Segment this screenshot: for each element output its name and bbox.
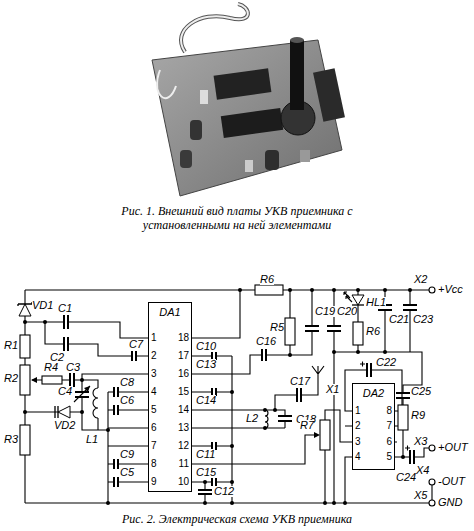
pin-number: 8 bbox=[380, 406, 392, 416]
pin-number: 12 bbox=[175, 441, 189, 451]
component-label: C25 bbox=[411, 386, 431, 397]
pin-number: 15 bbox=[175, 387, 189, 397]
pin-number: 4 bbox=[355, 452, 361, 462]
component-label: C19 bbox=[315, 306, 335, 317]
figure-caption: Рис. 1. Внешний вид платы УКВ приемника … bbox=[92, 204, 382, 232]
component-label: C23 bbox=[413, 314, 433, 325]
ic-designator: DA2 bbox=[353, 384, 394, 399]
component-label: C9 bbox=[120, 449, 134, 460]
component-label: L1 bbox=[86, 434, 98, 445]
component-label: C15 bbox=[196, 467, 216, 478]
component-label: HL1 bbox=[366, 297, 386, 308]
pin-number: 11 bbox=[175, 459, 189, 469]
component-label: R7 bbox=[300, 420, 314, 431]
pin-number: 3 bbox=[151, 369, 157, 379]
component-label: C10 bbox=[196, 341, 216, 352]
pin-number: 6 bbox=[151, 423, 157, 433]
pin-number: 10 bbox=[175, 477, 189, 487]
component-label: L2 bbox=[246, 413, 258, 424]
component-label: C7 bbox=[129, 339, 143, 350]
pin-number: 14 bbox=[175, 405, 189, 415]
component-label: C12 bbox=[214, 486, 234, 497]
component-label: X2 bbox=[414, 274, 427, 285]
component-label: X4 bbox=[416, 465, 429, 476]
component-label: C17 bbox=[290, 376, 310, 387]
component-label: C21 bbox=[389, 314, 409, 325]
component-label: X5 bbox=[414, 490, 427, 501]
board-photo bbox=[152, 4, 345, 196]
component-label: R2 bbox=[4, 373, 18, 384]
pin-number: 3 bbox=[355, 437, 361, 447]
component-label: C6 bbox=[120, 395, 134, 406]
component-label: VD2 bbox=[54, 420, 75, 431]
pin-number: 4 bbox=[151, 387, 157, 397]
component-label: C11 bbox=[196, 449, 215, 460]
component-label: R6 bbox=[260, 274, 274, 285]
pin-number: 6 bbox=[380, 437, 392, 447]
pin-number: 8 bbox=[151, 459, 157, 469]
component-label: C22 bbox=[376, 357, 396, 368]
figure-caption: Рис. 2. Электрическая схема УКВ приемник… bbox=[0, 512, 474, 526]
component-label: +OUT bbox=[438, 442, 468, 453]
junctions bbox=[23, 288, 412, 505]
capacitor-plates bbox=[64, 305, 417, 494]
component-label: C3 bbox=[66, 362, 80, 373]
component-label: C14 bbox=[196, 395, 216, 406]
component-label: R3 bbox=[4, 434, 18, 445]
component-label: -OUT bbox=[438, 476, 465, 487]
component-label: R9 bbox=[411, 410, 425, 421]
component-label: R4 bbox=[44, 362, 58, 373]
component-label: C4 bbox=[58, 386, 72, 397]
component-label: R6 bbox=[366, 326, 380, 337]
pin-number: 16 bbox=[175, 369, 189, 379]
pin-number: 1 bbox=[151, 333, 157, 343]
component-label: +Vcc bbox=[438, 284, 463, 295]
pin-number: 7 bbox=[151, 441, 157, 451]
pin-number: 5 bbox=[151, 405, 157, 415]
wires bbox=[25, 290, 432, 503]
component-label: C24 bbox=[396, 472, 416, 483]
component-label: R1 bbox=[4, 340, 18, 351]
pin-number: 7 bbox=[380, 421, 392, 431]
component-label: GND bbox=[438, 497, 462, 508]
component-label: X3 bbox=[414, 436, 427, 447]
component-label: VD1 bbox=[32, 300, 53, 311]
pin-number: 2 bbox=[355, 421, 361, 431]
pin-number: 13 bbox=[175, 423, 189, 433]
pin-number: 17 bbox=[175, 351, 189, 361]
component-label: R5 bbox=[270, 322, 284, 333]
component-label: C16 bbox=[256, 336, 276, 347]
component-label: C20 bbox=[337, 306, 357, 317]
pin-number: 5 bbox=[380, 452, 392, 462]
component-label: C13 bbox=[196, 359, 216, 370]
component-label: C5 bbox=[120, 467, 134, 478]
component-label: X1 bbox=[326, 384, 339, 395]
component-label: C8 bbox=[120, 377, 134, 388]
pin-number: 9 bbox=[151, 477, 157, 487]
pin-number: 2 bbox=[151, 351, 157, 361]
pin-number: 1 bbox=[355, 406, 361, 416]
component-label: C1 bbox=[58, 303, 72, 314]
ic-designator: DA1 bbox=[149, 303, 191, 318]
resistor-symbols bbox=[20, 285, 408, 455]
pin-number: 18 bbox=[175, 333, 189, 343]
